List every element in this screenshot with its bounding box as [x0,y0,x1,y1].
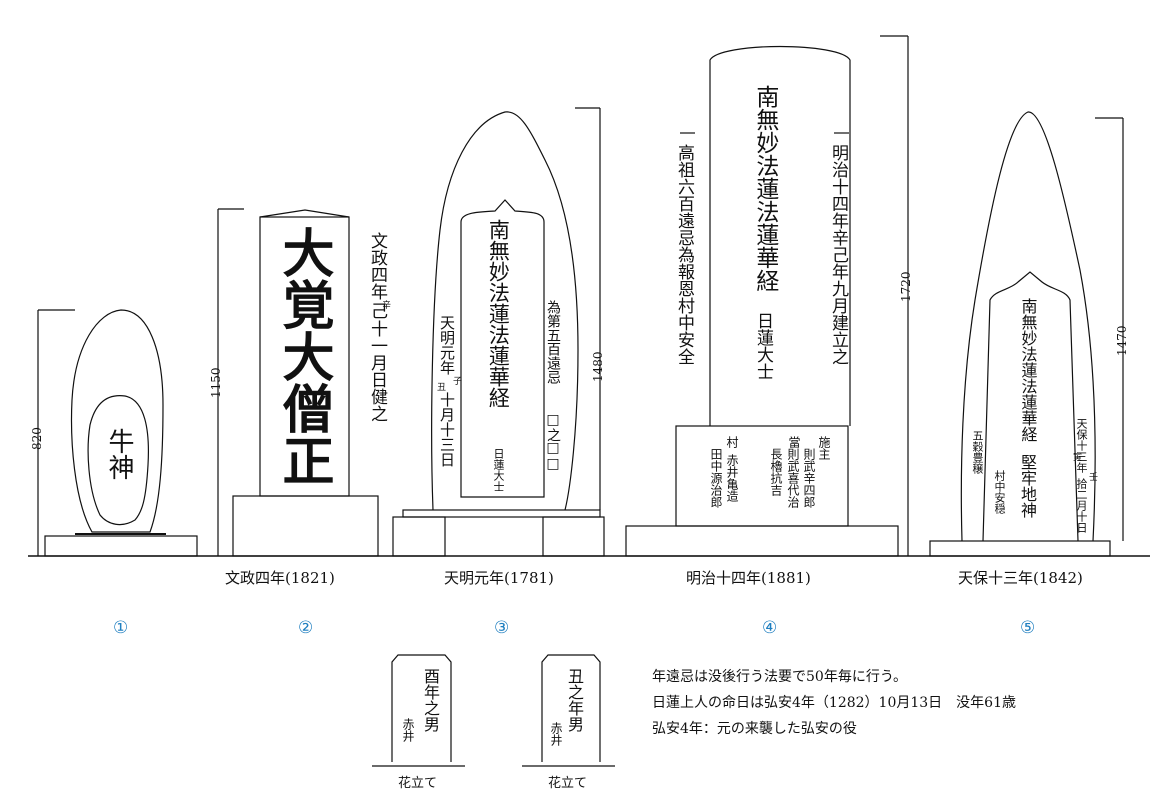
monument-2-side-4: 十一月日健之 [367,320,387,422]
monument-3-side-2: 子 [451,376,461,385]
monument-4-number: ④ [762,618,778,638]
flower-stand-2-text: 丑之年男 [565,668,584,732]
monument-4-base [625,525,899,557]
monument-2-side-2: 辛 [380,300,390,309]
flower-stand-1-label: 花立て [398,776,438,791]
flower-stand-2-label: 花立て [548,776,588,791]
monument-4-base-5: 長櫓抗吉 [769,448,783,496]
note-1: 年遠忌は没後行う法要で50年毎に行う。 [652,669,907,685]
monument-3-date: 天明元年(1781) [444,569,554,587]
monument-2-inscription: 大覚大僧正 [273,226,335,486]
monument-5-side-5: 寅 [1071,452,1081,461]
monument-4-side-2: 明治十四年辛己年九月建立之 [828,144,848,365]
note-3: 弘安4年：元の来襲した弘安の役 [652,721,857,737]
monument-2-base [232,495,379,557]
monument-2-side-1: 文政四年 [367,232,387,300]
dimension-2: 1150 [209,367,223,398]
monument-3-sub: 日蓮大士 [492,448,505,492]
monument-5-side-4: 壬 [1087,472,1097,481]
dimension-3: 1480 [591,351,605,382]
flower-stand-2-sub: 赤井 [549,722,563,746]
monument-5-stone [960,111,1096,542]
monument-5-drawing [929,111,1124,557]
monument-4-base-6: 村 [725,436,739,448]
monument-1-drawing [37,309,198,557]
monument-3-panel [460,199,545,498]
monument-4-base-8: 田中源治郎 [709,448,723,508]
monument-4-stone [709,45,851,426]
monument-1-inner [87,395,149,526]
note-2: 日蓮上人の命日は弘安4年（1282）10月13日 没年61歳 [652,695,1016,711]
monument-2-side-3: 己 [367,302,387,319]
monument-4-sub: 日蓮大士 [753,312,773,380]
monument-1-inscription: 牛神 [104,428,134,480]
monument-3-number: ③ [494,618,510,638]
monument-4-inscription: 南無妙法蓮法蓮華経 [751,85,778,292]
monument-4-date: 明治十四年(1881) [686,569,811,587]
dimension-5: 1470 [1115,325,1129,356]
monument-5-side-3: 天保十三年 [1075,418,1088,473]
monument-4-pedestal [675,425,849,527]
monument-3-stone [431,111,579,511]
monument-3-side-3: 丑 [435,382,445,391]
dimension-1: 820 [30,427,44,450]
monument-4-base-1: 施主 [817,436,831,460]
monument-5-side-1: 五穀豊穣 [971,430,984,474]
monument-4-base-2: 當 [787,436,801,448]
monument-5-inscription: 南無妙法蓮法蓮華経 [1018,298,1038,442]
monument-4-base-4: 則武喜代治 [786,448,800,508]
monument-3-side-7: □□ [545,440,561,472]
monument-3-side-4: 十月十三日 [438,392,456,467]
monument-3-side-1: 天明元年 [438,315,456,375]
monument-5-base [929,540,1111,557]
monument-2-drawing [217,208,379,557]
monument-1-stone [70,309,164,533]
monument-5-number: ⑤ [1020,618,1036,638]
monument-2-number: ② [298,618,314,638]
monument-1-number: ① [113,618,129,638]
flower-stand-1-sub: 赤井 [401,718,415,742]
monument-2-date: 文政四年(1821) [225,569,335,587]
monument-3-inscription: 南無妙法蓮法蓮華経 [486,219,511,408]
monument-5-side-2: 村中安穏 [993,470,1006,514]
monument-3-side-5: 為第五百遠忌 [545,300,561,384]
monument-5-side-6: 拾二月十日 [1075,478,1088,533]
monument-4-base-7: 赤井亀造 [725,454,739,502]
dimension-4: 1720 [899,271,913,302]
flower-stands-drawing [372,654,615,767]
monument-4-side-1: 高祖六百遠忌為報恩村中安全 [674,144,694,365]
monument-3-drawing [392,107,605,557]
monument-4-base-3: 則武辛四郎 [802,448,816,508]
monument-2-stone [259,216,350,497]
monument-4-drawing [625,35,909,557]
monument-5-panel [982,271,1079,542]
monument-5-sub: 堅牢地神 [1018,454,1037,518]
monument-3-side-6: □之 [545,412,561,442]
monument-5-date: 天保十三年(1842) [958,569,1083,587]
monument-1-base [44,535,198,557]
flower-stand-1-text: 酉年之男 [421,668,440,732]
